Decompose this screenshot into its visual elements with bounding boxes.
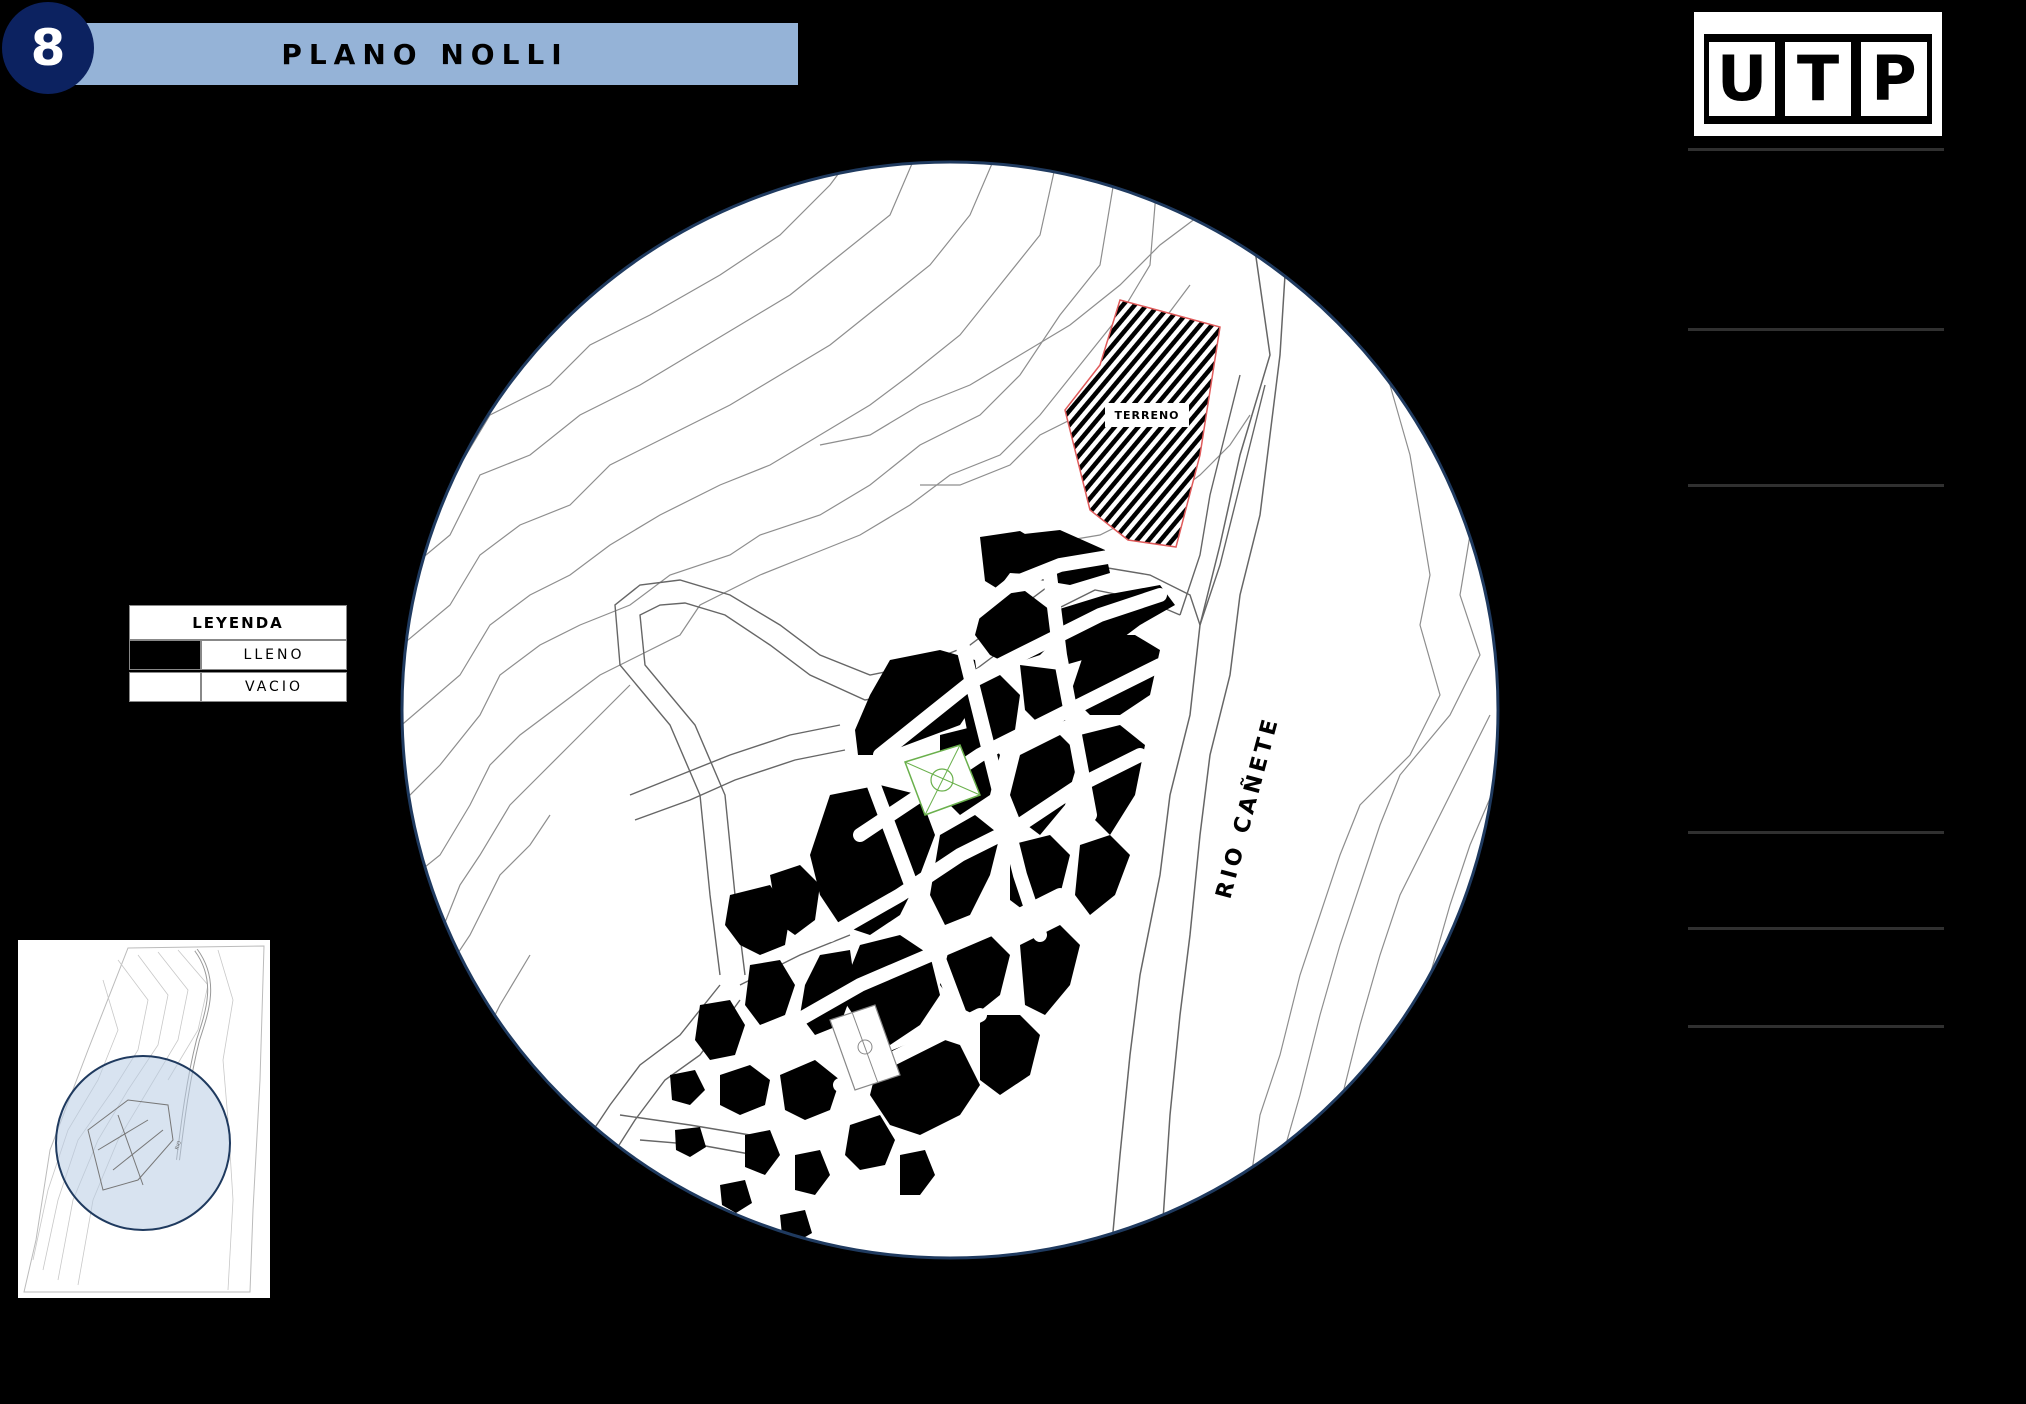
logo-letter-u: U	[1709, 42, 1775, 116]
minimap-svg: RIO	[18, 940, 270, 1298]
svg-text:RIO: RIO	[174, 1140, 183, 1150]
legend: LEYENDA LLENO VACIO	[129, 605, 347, 705]
nolli-map: TERRENO	[400, 155, 1500, 1265]
divider-line	[1688, 927, 1944, 930]
utp-logo: U T P	[1694, 12, 1942, 136]
legend-row-lleno: LLENO	[129, 640, 347, 670]
logo-letter-t: T	[1785, 42, 1851, 116]
sheet-number-badge: 8	[2, 2, 94, 94]
logo-inner: U T P	[1704, 34, 1932, 124]
minimap-highlight-circle	[55, 1055, 231, 1231]
nolli-map-svg: TERRENO	[400, 160, 1500, 1260]
logo-letter-p: P	[1861, 42, 1927, 116]
plaza-park	[904, 744, 981, 816]
divider-line	[1688, 484, 1944, 487]
location-minimap: RIO	[18, 940, 270, 1298]
divider-line	[1688, 831, 1944, 834]
legend-label-lleno: LLENO	[201, 640, 347, 670]
legend-row-vacio: VACIO	[129, 672, 347, 702]
terreno-label: TERRENO	[1114, 409, 1179, 422]
divider-line	[1688, 328, 1944, 331]
page-title: PLANO NOLLI	[281, 37, 569, 71]
header-bar: PLANO NOLLI	[52, 23, 798, 85]
legend-swatch-lleno	[129, 640, 201, 670]
sheet-number: 8	[30, 19, 66, 77]
legend-title: LEYENDA	[129, 605, 347, 640]
map-circle-border	[400, 160, 1500, 1260]
football-field	[829, 1004, 901, 1091]
legend-swatch-vacio	[129, 672, 201, 702]
divider-line	[1688, 1025, 1944, 1028]
legend-label-vacio: VACIO	[201, 672, 347, 702]
divider-line	[1688, 148, 1944, 151]
